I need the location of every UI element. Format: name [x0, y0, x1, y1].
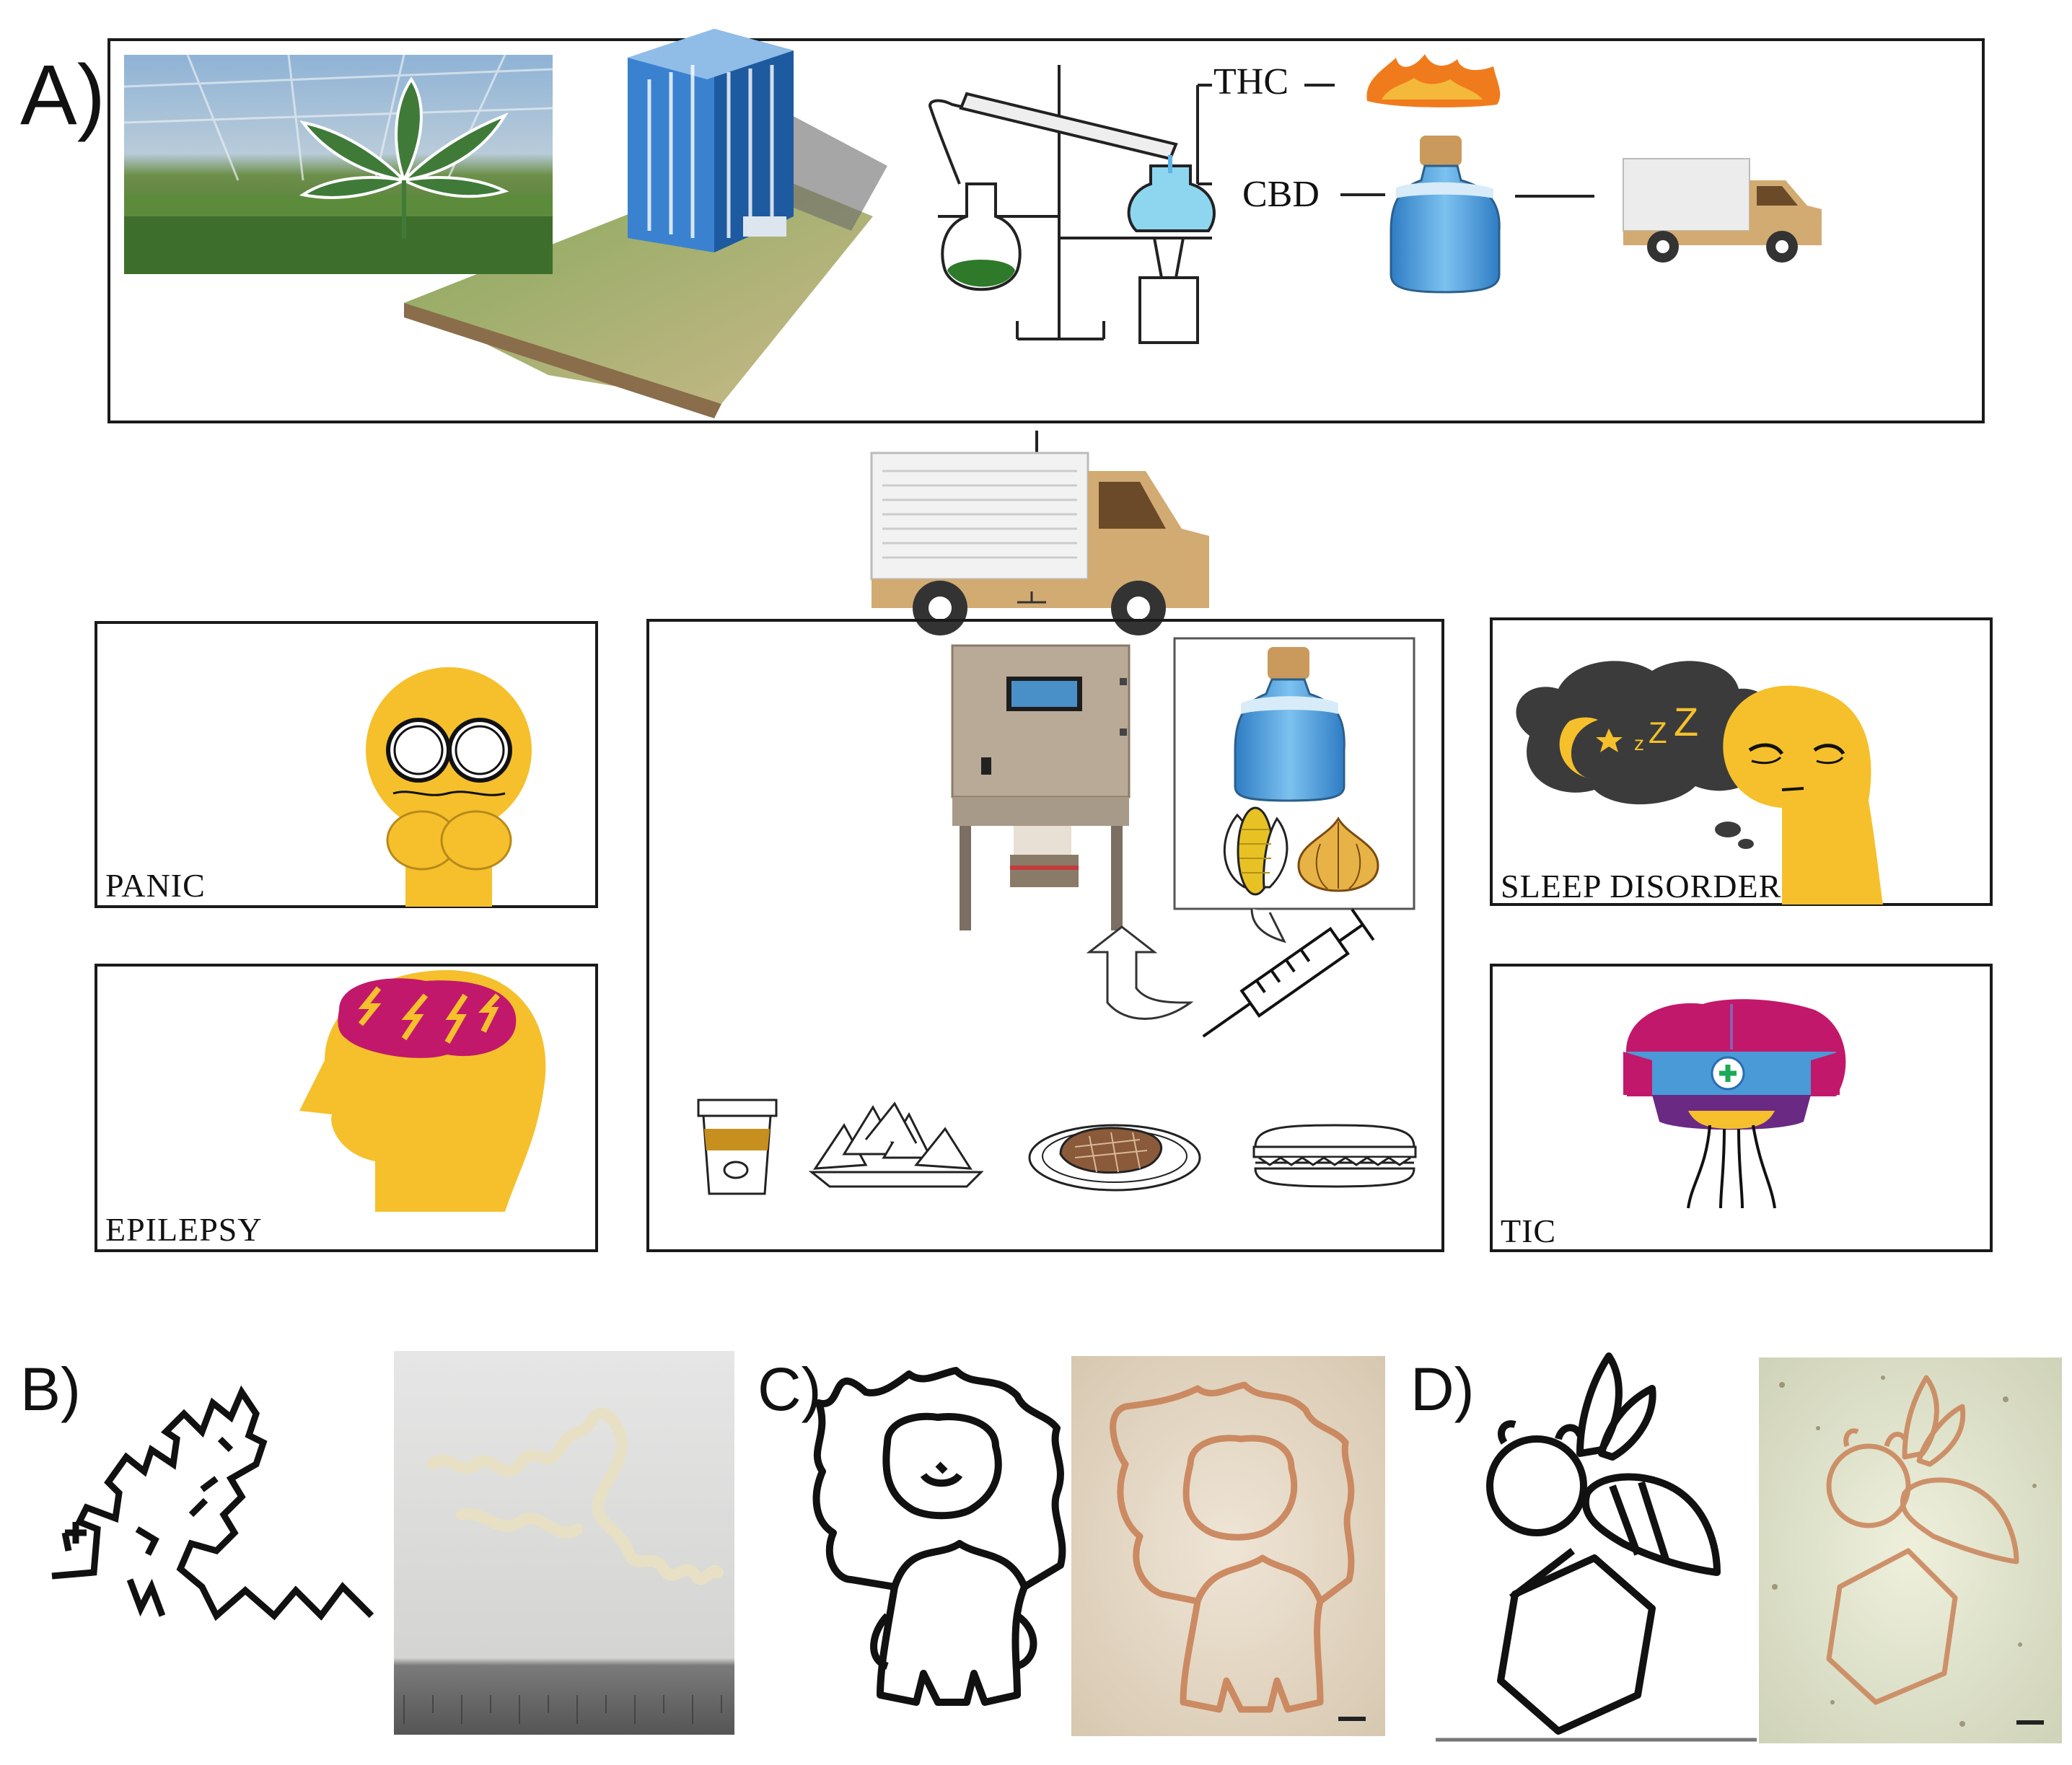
molecule-path-icon [51, 1385, 374, 1621]
coffee-cup-icon [697, 1099, 778, 1195]
sandwich-icon [1252, 1124, 1417, 1188]
section-label-a: A) [20, 48, 105, 143]
svg-text:Z: Z [1649, 716, 1667, 749]
chips-icon [808, 1101, 984, 1188]
distillation-apparatus-icon [929, 65, 1216, 344]
section-label-b: B) [20, 1355, 81, 1423]
section-label-d: D) [1410, 1355, 1475, 1423]
lion-outline-icon [812, 1367, 1066, 1706]
food-3d-printer-icon [951, 644, 1131, 930]
flame-icon [1366, 54, 1501, 107]
section-label-c: C) [758, 1355, 822, 1423]
bee-print-photo [1759, 1357, 2062, 1743]
onion-icon [1297, 817, 1379, 892]
bee-outline-icon [1486, 1352, 1721, 1735]
lion-print-photo [1071, 1356, 1385, 1736]
panic-label: PANIC [105, 867, 206, 904]
cbd-vial-icon [1234, 647, 1346, 802]
sleep-face-icon: z Z Z [1516, 661, 1883, 904]
svg-text:Z: Z [1674, 699, 1698, 744]
truck-icon [1623, 158, 1822, 263]
brain-icon [1623, 999, 1846, 1209]
tic-label: TIC [1501, 1212, 1556, 1249]
corn-icon [1223, 806, 1289, 896]
panel-sleep [1490, 617, 1993, 906]
panel-printing [646, 619, 1444, 1252]
truck-icon [870, 452, 1209, 635]
steak-icon [1028, 1124, 1201, 1192]
curved-arrow-icon [1086, 925, 1194, 1020]
panel-tic [1490, 964, 1993, 1252]
cbd-vial-icon [1390, 136, 1501, 294]
speech-tail [1250, 908, 1286, 943]
epilepsy-label: EPILEPSY [105, 1211, 263, 1248]
down-arrow [1017, 591, 1046, 604]
sleep-label: SLEEP DISORDER [1501, 868, 1781, 904]
split-bracket [1196, 84, 1594, 198]
production-frame [107, 38, 1985, 423]
panel-epilepsy [95, 964, 598, 1252]
svg-text:z: z [1634, 732, 1644, 754]
molecule-print-photo [394, 1351, 734, 1735]
cbd-label: CBD [1242, 174, 1320, 215]
syringe-icon [1202, 908, 1375, 1038]
epilepsy-head-icon [299, 970, 546, 1212]
panic-face-icon [366, 667, 532, 907]
greenhouse-photo [123, 54, 553, 274]
building-icon [628, 29, 887, 252]
panel-panic [95, 621, 598, 908]
ingredients-box [1173, 637, 1415, 910]
thc-label: THC [1213, 61, 1289, 102]
cannabis-leaf-icon [299, 76, 509, 238]
